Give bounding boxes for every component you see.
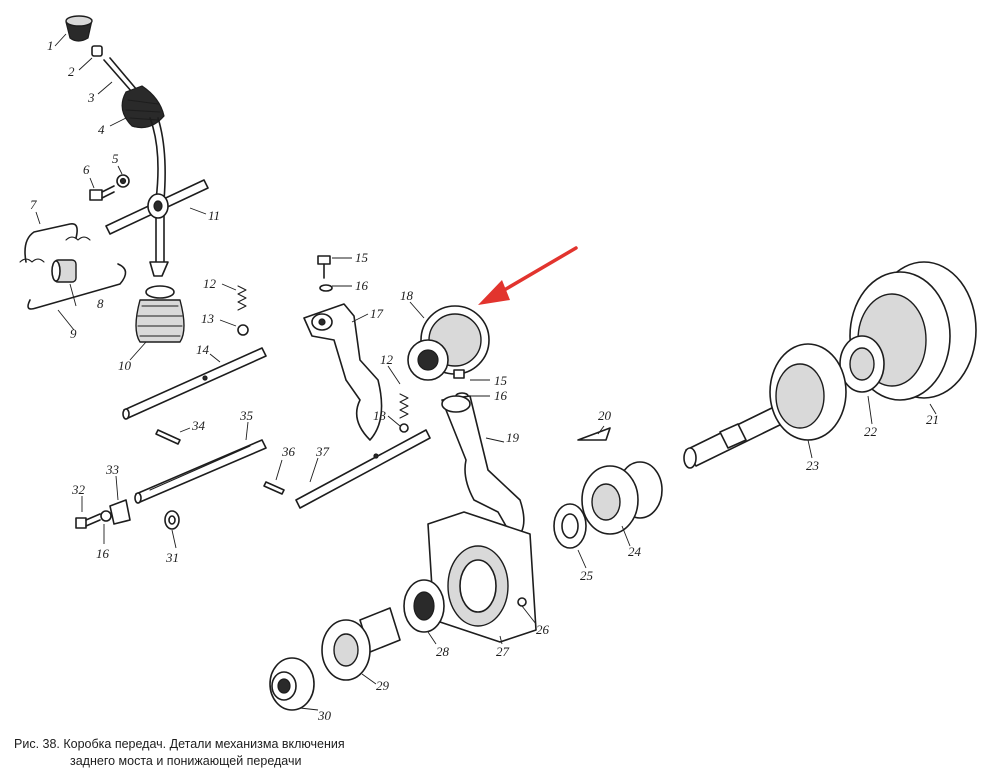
boot-10 [135, 285, 185, 343]
callout-25: 25 [580, 568, 594, 583]
callout-28: 28 [436, 644, 450, 659]
callout-22: 22 [864, 424, 878, 439]
detent-spring-12a [237, 285, 247, 311]
callout-8: 8 [97, 296, 104, 311]
callout-19: 19 [506, 430, 520, 445]
highlight-arrow [478, 246, 578, 305]
callout-11: 11 [208, 208, 220, 223]
callout-15a: 15 [355, 250, 369, 265]
lever-nut [91, 45, 103, 57]
shift-rod-35 [134, 439, 267, 504]
callout-30: 30 [317, 708, 332, 723]
seal-ring-28 [403, 579, 445, 633]
callout-10: 10 [118, 358, 132, 373]
callout-31: 31 [165, 550, 179, 565]
bearing-housing-24 [581, 461, 663, 535]
washer-31 [164, 510, 180, 530]
callout-23: 23 [806, 458, 820, 473]
callout-3: 3 [87, 90, 95, 105]
callout-4: 4 [98, 122, 105, 137]
detent-spring-12b [399, 393, 409, 419]
callout-6: 6 [83, 162, 90, 177]
callout-33: 33 [105, 462, 120, 477]
lever-rod [103, 57, 138, 93]
callout-1: 1 [47, 38, 54, 53]
callout-14: 14 [196, 342, 210, 357]
bushing-8 [51, 259, 77, 283]
cover-plate-27 [427, 511, 537, 643]
callout-5: 5 [112, 151, 119, 166]
callout-21: 21 [926, 412, 939, 427]
spring-7 [19, 222, 91, 263]
callout-labels: 1 2 3 4 5 6 7 8 9 10 11 12 13 14 15 16 1… [30, 33, 939, 723]
nut-30 [269, 657, 315, 711]
callout-12b: 12 [380, 352, 394, 367]
caption-line-1: Рис. 38. Коробка передач. Детали механиз… [14, 737, 345, 751]
callout-29: 29 [376, 678, 390, 693]
callout-18: 18 [400, 288, 414, 303]
bolt-15a [317, 255, 331, 279]
rubber-boot [121, 85, 165, 129]
callout-12a: 12 [203, 276, 217, 291]
callout-9: 9 [70, 326, 77, 341]
ball-13b [399, 423, 409, 433]
nut-5 [116, 174, 130, 188]
callout-34: 34 [191, 418, 206, 433]
figure-caption: Рис. 38. Коробка передач. Детали механиз… [14, 736, 434, 770]
key-20 [577, 427, 611, 441]
callout-32: 32 [71, 482, 86, 497]
gear-shaft-23 [683, 343, 847, 469]
callout-17: 17 [370, 306, 384, 321]
shift-fork-17 [303, 303, 383, 441]
seal-25 [553, 503, 587, 549]
lever-knob [65, 15, 93, 42]
bolt-32 [75, 513, 101, 529]
lever-pivot-shaft [105, 179, 209, 235]
callout-16c: 16 [96, 546, 110, 561]
bolt-6 [89, 185, 115, 201]
bearing-22 [839, 335, 885, 393]
callout-7: 7 [30, 197, 37, 212]
sliding-gear-18 [407, 305, 490, 381]
callout-36: 36 [281, 444, 296, 459]
callout-20: 20 [598, 408, 612, 423]
ball-13a [237, 324, 249, 336]
callout-13a: 13 [201, 311, 215, 326]
lock-plate-33 [109, 499, 131, 525]
spring-clip-9 [27, 263, 127, 310]
callout-26: 26 [536, 622, 550, 637]
gasket-26 [517, 597, 527, 607]
callout-16a: 16 [355, 278, 369, 293]
callout-24: 24 [628, 544, 642, 559]
washer-16a [319, 284, 333, 292]
callout-35: 35 [239, 408, 254, 423]
callout-37: 37 [315, 444, 330, 459]
callout-16b: 16 [494, 388, 508, 403]
pin-36 [263, 481, 285, 495]
washer-16c [100, 510, 112, 522]
callout-13b: 13 [373, 408, 387, 423]
callout-27: 27 [496, 644, 510, 659]
pin-34 [155, 429, 181, 445]
callout-15b: 15 [494, 373, 508, 388]
shift-rod-14 [122, 347, 267, 420]
caption-line-2: заднего моста и понижающей передачи [70, 754, 302, 768]
shift-fork-19 [441, 395, 525, 541]
shift-rod-37 [295, 429, 431, 509]
bolt-15b [453, 369, 465, 379]
gear-29 [321, 607, 401, 681]
callout-2: 2 [68, 64, 75, 79]
